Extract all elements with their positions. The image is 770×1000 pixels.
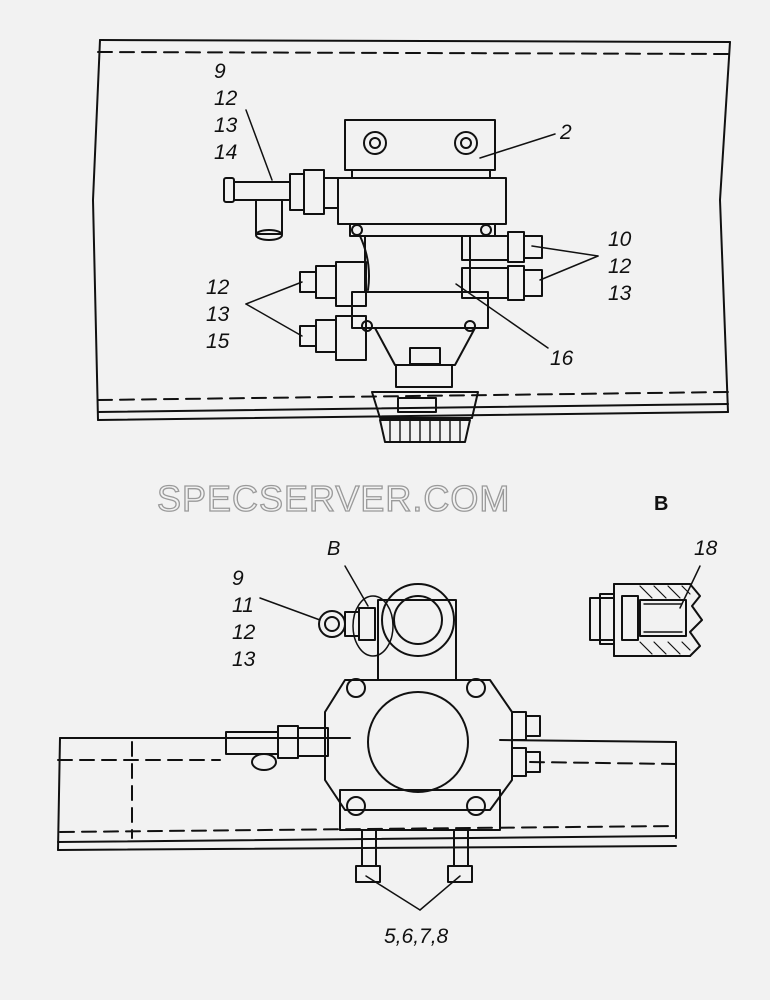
top-valve-body: [337, 119, 507, 443]
bottom-valve-body: [225, 583, 541, 883]
label-12: 12: [232, 621, 256, 644]
label-group-bottom-left: 9 11 12 13: [232, 565, 255, 673]
top-frame-rail: [92, 39, 731, 421]
label-group-right: 10 12 13: [608, 226, 631, 307]
label-10: 10: [608, 228, 632, 251]
label-2: 2: [560, 121, 572, 144]
label-13: 13: [214, 114, 238, 137]
watermark: SPECSERVER.COM: [156, 477, 511, 519]
label-13: 13: [608, 282, 632, 305]
label-11: 11: [232, 594, 254, 617]
bottom-frame-rail: [57, 737, 677, 851]
label-15: 15: [206, 330, 230, 353]
label-5-6-7-8: 5,6,7,8: [384, 925, 449, 948]
top-leader-lines: [245, 109, 599, 349]
label-group-left: 12 13 15: [206, 274, 229, 355]
label-18: 18: [694, 537, 718, 560]
top-tee-fitting: [223, 169, 339, 241]
label-9: 9: [214, 60, 226, 83]
label-13: 13: [232, 648, 256, 671]
label-group-top-left: 9 12 13 14: [214, 58, 237, 166]
top-left-fittings: [299, 261, 367, 361]
label-16: 16: [550, 347, 574, 370]
detail-b-section: [589, 565, 703, 657]
callout-b-label: B: [327, 538, 341, 560]
label-13: 13: [206, 303, 230, 326]
label-12: 12: [608, 255, 632, 278]
label-12: 12: [206, 276, 230, 299]
view-b-title: B: [654, 493, 669, 515]
label-14: 14: [214, 141, 238, 164]
top-right-fittings: [461, 231, 543, 301]
label-9: 9: [232, 567, 244, 590]
label-12: 12: [214, 87, 238, 110]
bottom-leader-lines: [259, 565, 461, 911]
